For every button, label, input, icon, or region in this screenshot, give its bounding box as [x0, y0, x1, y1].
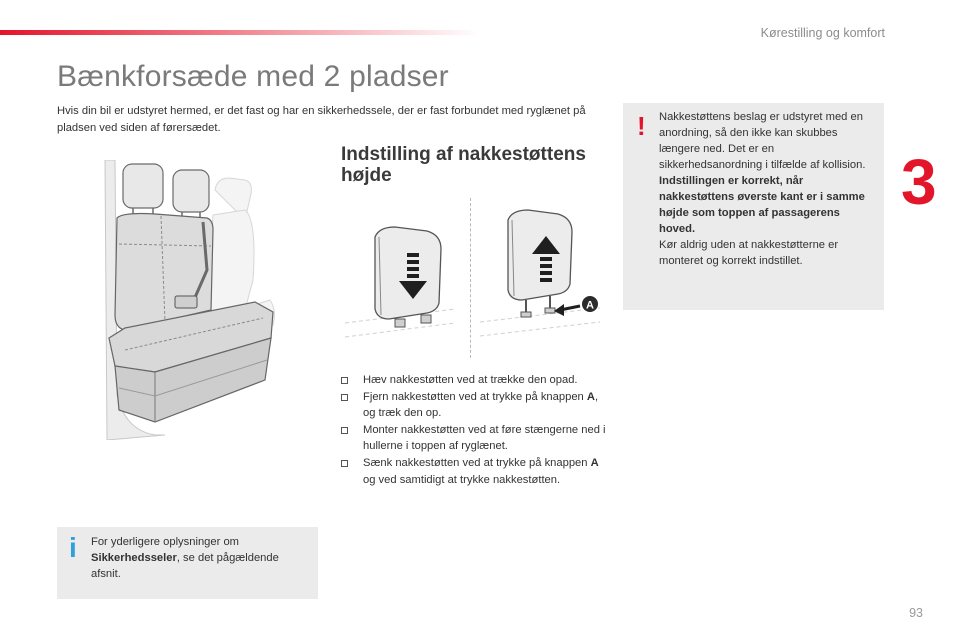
- warning-text-2: Kør aldrig uden at nakkestøtterne er mon…: [659, 239, 839, 267]
- step-text: Monter nakkestøtten ved at føre stængern…: [363, 423, 606, 453]
- step-text: Sænk nakkestøtten ved at trykke på knapp…: [363, 456, 591, 469]
- warning-text: Nakkestøttens beslag er udstyret med en …: [659, 109, 871, 269]
- list-item: Hæv nakkestøtten ved at trække den opad.: [341, 372, 611, 389]
- step-text: Hæv nakkestøtten ved at trække den opad.: [363, 374, 578, 386]
- headrest-raise-diagram: A: [480, 209, 601, 337]
- info-box: i For yderligere oplysninger om Sikkerhe…: [57, 527, 318, 599]
- section-header: Kørestilling og komfort: [760, 26, 885, 40]
- bullet-icon: [341, 377, 348, 384]
- step-bold: A: [590, 456, 599, 469]
- button-a-label: A: [586, 300, 594, 312]
- warning-box: ! Nakkestøttens beslag er udstyret med e…: [623, 103, 884, 310]
- intro-paragraph: Hvis din bil er udstyret hermed, er det …: [57, 105, 586, 134]
- warning-text-1: Nakkestøttens beslag er udstyret med en …: [659, 111, 866, 171]
- headrest-section-title: Indstilling af nakkestøttens højde: [341, 144, 586, 186]
- step-text: Fjern nakkestøtten ved at trykke på knap…: [363, 390, 587, 403]
- info-icon: i: [69, 532, 77, 563]
- list-item: Fjern nakkestøtten ved at trykke på knap…: [341, 389, 611, 422]
- warning-bold: Indstillingen er korrekt, når nakkestøtt…: [659, 175, 865, 235]
- step-text-end: , og træk den op.: [363, 390, 599, 420]
- info-link-seatbelts: Sikkerhedsseler: [91, 552, 177, 564]
- page-title: Bænkforsæde med 2 pladser: [57, 60, 449, 93]
- chapter-number: 3: [901, 146, 937, 218]
- bullet-icon: [341, 393, 348, 401]
- info-text-pre: For yderligere oplysninger om: [91, 536, 239, 548]
- headrest-steps-list: Hæv nakkestøtten ved at trække den opad.…: [341, 372, 611, 488]
- info-text-post: , se det pågældende afsnit.: [91, 552, 279, 580]
- bullet-icon: [341, 426, 348, 434]
- step-bold: A: [586, 390, 595, 403]
- info-text: For yderligere oplysninger om Sikkerheds…: [91, 534, 306, 582]
- bullet-icon: [341, 459, 348, 467]
- diagram-divider: [470, 198, 471, 358]
- step-text-end: og ved samtidigt at trykke nakkestøtten.: [363, 473, 561, 486]
- page-number: 93: [909, 606, 923, 620]
- headrest-lower-diagram: [345, 226, 456, 338]
- header-accent-bar: [0, 30, 480, 35]
- bench-seat-illustration: [104, 160, 275, 440]
- list-item: Monter nakkestøtten ved at føre stængern…: [341, 422, 611, 455]
- list-item: Sænk nakkestøtten ved at trykke på knapp…: [341, 455, 611, 488]
- warning-icon: !: [637, 111, 646, 141]
